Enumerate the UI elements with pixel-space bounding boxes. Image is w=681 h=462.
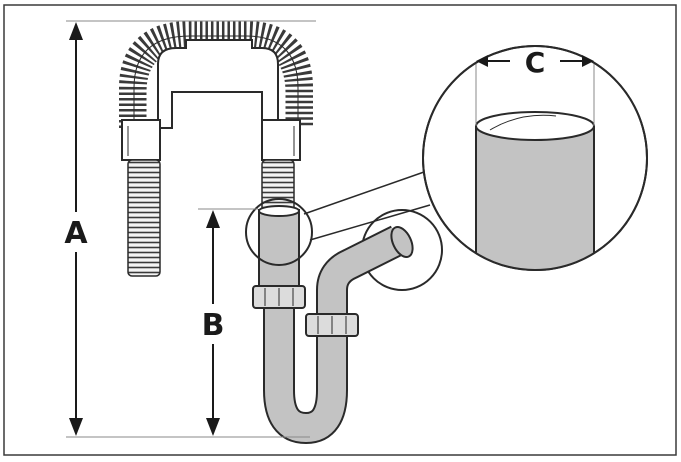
dimension-b: B [198,208,258,436]
connector-line-upper [303,171,425,215]
dimension-a: A [64,20,316,438]
label-c: C [525,46,546,79]
detail-magnifier-icon: C [422,45,648,271]
connector-line-lower [309,204,431,241]
label-b: B [202,308,225,343]
label-a: A [64,216,88,251]
corrugated-hose-icon [119,21,313,277]
siphon-trap-icon [245,198,443,445]
